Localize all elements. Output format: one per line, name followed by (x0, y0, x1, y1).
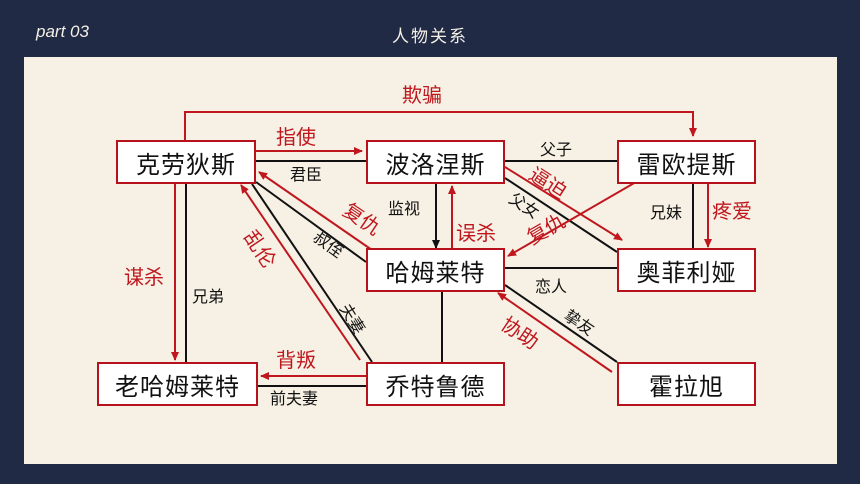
page-title: 人物关系 (392, 27, 468, 47)
node-claudius: 克劳狄斯 (116, 140, 256, 184)
label-brothers: 兄弟 (192, 287, 225, 306)
edge-incest (240, 184, 361, 361)
edge-assist (497, 292, 613, 373)
node-laertes: 雷欧提斯 (617, 140, 756, 184)
edge-couple (251, 183, 373, 363)
edge-force (504, 166, 623, 241)
label-betray: 背叛 (276, 348, 316, 372)
label-conspire-kill: 谋杀 (124, 265, 164, 289)
section-label: part 03 (36, 22, 89, 41)
label-instruct: 指使 (276, 125, 316, 149)
node-old-hamlet: 老哈姆莱特 (97, 362, 258, 406)
edge-father-daughter (504, 177, 618, 253)
node-horatio: 霍拉旭 (617, 362, 756, 406)
node-gertrude: 乔特鲁德 (366, 362, 505, 406)
node-polonius: 波洛涅斯 (366, 140, 505, 184)
edge-revenge-hamlet (258, 171, 373, 251)
edge-deceive (184, 111, 697, 142)
node-ophelia: 奥菲利娅 (617, 248, 756, 292)
label-mistaken-kill: 误杀 (456, 221, 496, 245)
label-ex-couple: 前夫妻 (270, 389, 319, 408)
label-deceive: 欺骗 (402, 83, 442, 107)
label-siblings: 兄妹 (650, 203, 683, 222)
label-monarch-minister: 君臣 (290, 165, 323, 184)
label-dote: 疼爱 (712, 199, 752, 223)
edge-uncle-nephew (255, 181, 367, 263)
edge-revenge-laertes (507, 181, 637, 257)
label-father-son: 父子 (540, 140, 573, 159)
label-surveil: 监视 (388, 199, 421, 218)
edge-close-friends (504, 284, 618, 363)
label-lovers: 恋人 (535, 277, 568, 296)
node-hamlet: 哈姆莱特 (366, 248, 505, 292)
